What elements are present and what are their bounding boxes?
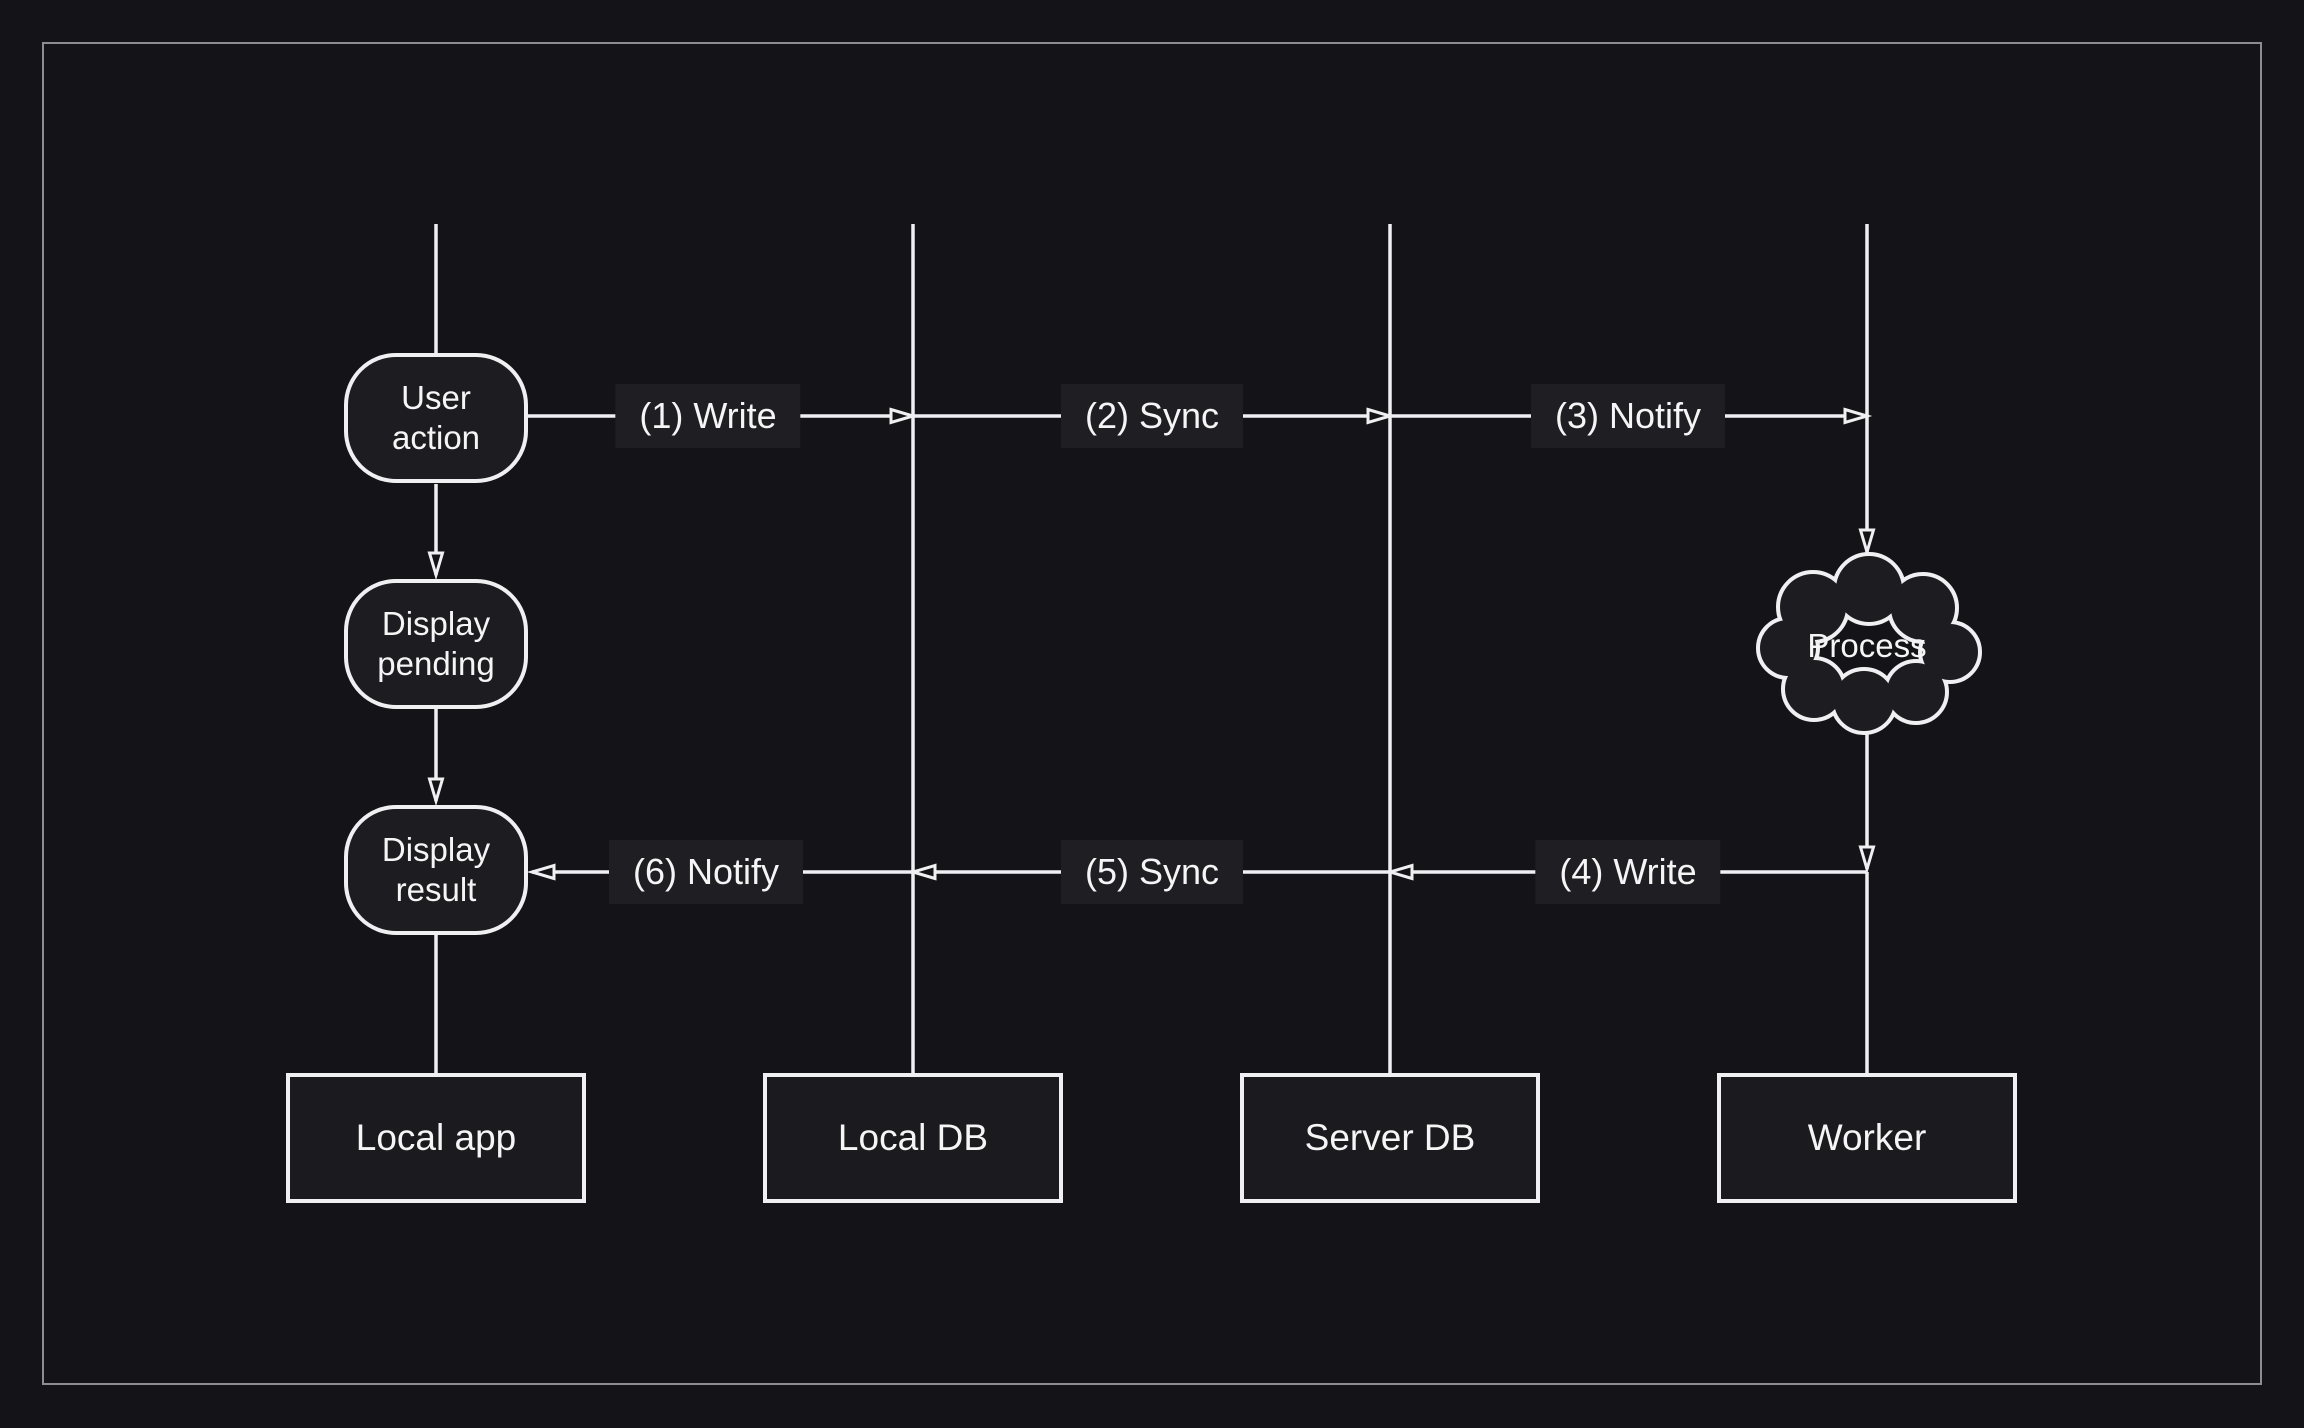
actor-box-worker: Worker bbox=[1717, 1073, 2017, 1203]
actor-local-db-label: Local DB bbox=[837, 1117, 989, 1158]
node-display-pending-label: Display pending bbox=[377, 604, 495, 682]
message-label-4-write: (4) Write bbox=[1535, 840, 1721, 904]
frame-border bbox=[42, 42, 2262, 1385]
actor-box-server-db: Server DB bbox=[1240, 1073, 1540, 1203]
message-label-2-sync: (2) Sync bbox=[1060, 384, 1244, 448]
actor-box-local-db: Local DB bbox=[763, 1073, 1063, 1203]
message-label-3-notify: (3) Notify bbox=[1530, 384, 1726, 448]
node-user-action-label: User action bbox=[391, 378, 481, 456]
node-display-result-label: Display result bbox=[381, 830, 491, 908]
actor-local-app-label: Local app bbox=[355, 1117, 517, 1158]
actor-server-db-label: Server DB bbox=[1304, 1117, 1476, 1158]
message-label-5-sync: (5) Sync bbox=[1060, 840, 1244, 904]
actor-box-local-app: Local app bbox=[286, 1073, 586, 1203]
message-label-1-write: (1) Write bbox=[615, 384, 801, 448]
node-display-pending: Display pending bbox=[344, 579, 528, 709]
node-user-action: User action bbox=[344, 353, 528, 483]
node-display-result: Display result bbox=[344, 805, 528, 935]
cloud-shape bbox=[1756, 552, 1982, 735]
message-label-6-notify: (6) Notify bbox=[608, 840, 804, 904]
node-process-label: Process bbox=[1807, 627, 1927, 664]
actor-worker-label: Worker bbox=[1807, 1117, 1927, 1158]
